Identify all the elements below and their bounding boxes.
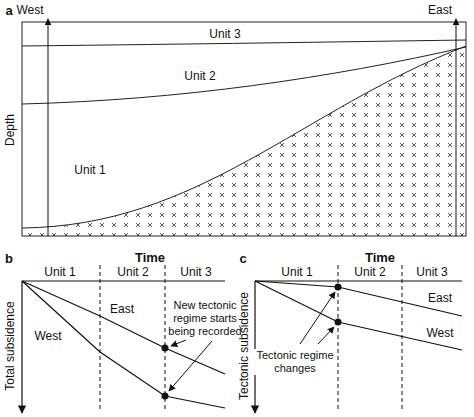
- west-curve: [255, 281, 462, 350]
- east-curve: [255, 281, 462, 316]
- unit-label: Unit 1: [74, 164, 105, 177]
- time-axis: [22, 280, 225, 281]
- basement-fill: [22, 46, 466, 236]
- unit-label: Unit 2: [353, 266, 386, 279]
- curve-label: West: [425, 327, 454, 340]
- unit-label: Unit 2: [116, 266, 149, 279]
- unit-label: Unit 2: [184, 70, 215, 83]
- axis-title: Time: [135, 251, 165, 264]
- curve-label: West: [33, 330, 62, 343]
- time-axis: [255, 280, 462, 281]
- regime-dot: [335, 319, 342, 326]
- axis-title: Time: [365, 251, 395, 264]
- section-frame: [22, 22, 466, 236]
- unit-boundary: [100, 265, 101, 410]
- well-arrow: [48, 19, 49, 236]
- curve-label: East: [427, 292, 453, 305]
- regime-dot: [162, 393, 169, 400]
- unit3-base: [22, 40, 466, 46]
- subsidence-axis: [21, 281, 22, 413]
- unit-label: Unit 3: [415, 266, 448, 279]
- unit-label: Unit 1: [43, 266, 76, 279]
- well-label: East: [428, 4, 452, 17]
- leader-arrow: [169, 341, 212, 391]
- axis-label: Tectonic subsidence: [238, 292, 251, 400]
- unit-boundary: [402, 265, 403, 410]
- basement-top: [22, 46, 466, 228]
- axis-label: Depth: [4, 114, 17, 146]
- unit-label: Unit 1: [280, 266, 313, 279]
- unit-boundary: [165, 265, 166, 410]
- unit-label: Unit 3: [209, 28, 240, 41]
- well-label: West: [16, 4, 43, 17]
- panel-letter: c: [239, 252, 246, 265]
- callout-note: Tectonic regime changes: [253, 349, 337, 375]
- unit2-base: [22, 47, 466, 104]
- panel-letter: b: [5, 252, 13, 265]
- well-arrow: [456, 19, 457, 236]
- axis-label: Total subsidence: [4, 301, 17, 390]
- callout-note: New tectonic regime starts being recorde…: [167, 299, 243, 338]
- panel-letter: a: [5, 4, 12, 17]
- curve-label: East: [109, 303, 135, 316]
- subsidence-axis: [254, 281, 255, 413]
- leader-arrow: [300, 292, 335, 344]
- leader-arrow: [318, 327, 334, 344]
- leader-arrow: [171, 340, 186, 346]
- regime-dot: [162, 345, 169, 352]
- unit-label: Unit 3: [179, 266, 212, 279]
- regime-dot: [335, 284, 342, 291]
